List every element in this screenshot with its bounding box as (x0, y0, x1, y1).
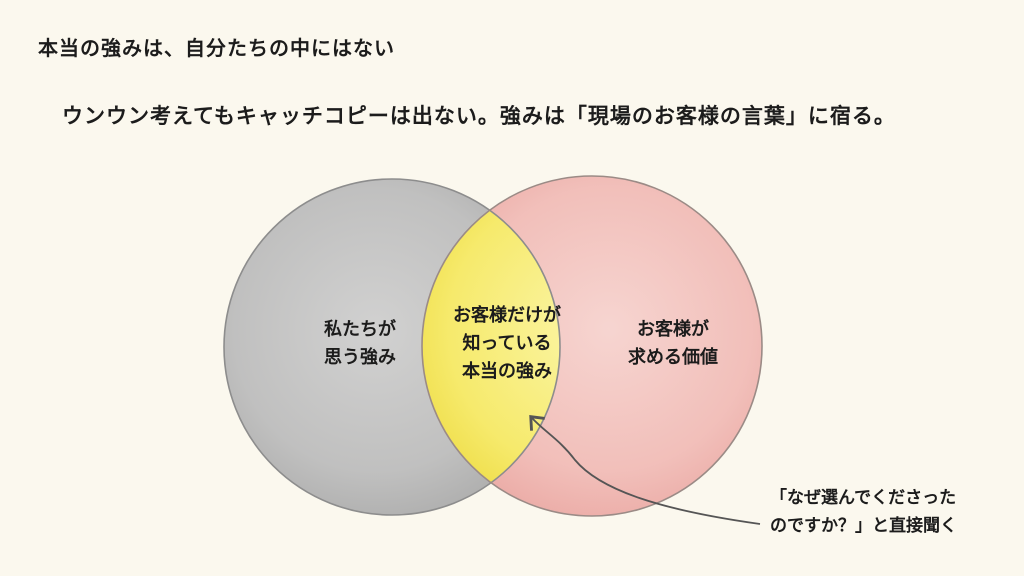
callout-arrow (529, 415, 761, 525)
callout-text: 「なぜ選んでくださった のですか？」と直接聞く (770, 488, 957, 536)
page-subtitle: ウンウン考えてもキャッチコピーは出ない。強みは「現場のお客様の言葉」に宿る。 (62, 104, 896, 128)
venn-right-label: お客様が 求める価値 (628, 319, 718, 368)
venn-intersection (422, 179, 560, 515)
page-title: 本当の強みは、自分たちの中にはない (38, 36, 395, 60)
venn-center-label: お客様だけが 知っている 本当の強み (453, 305, 561, 382)
venn-left-label: 私たちが 思う強み (324, 319, 396, 368)
